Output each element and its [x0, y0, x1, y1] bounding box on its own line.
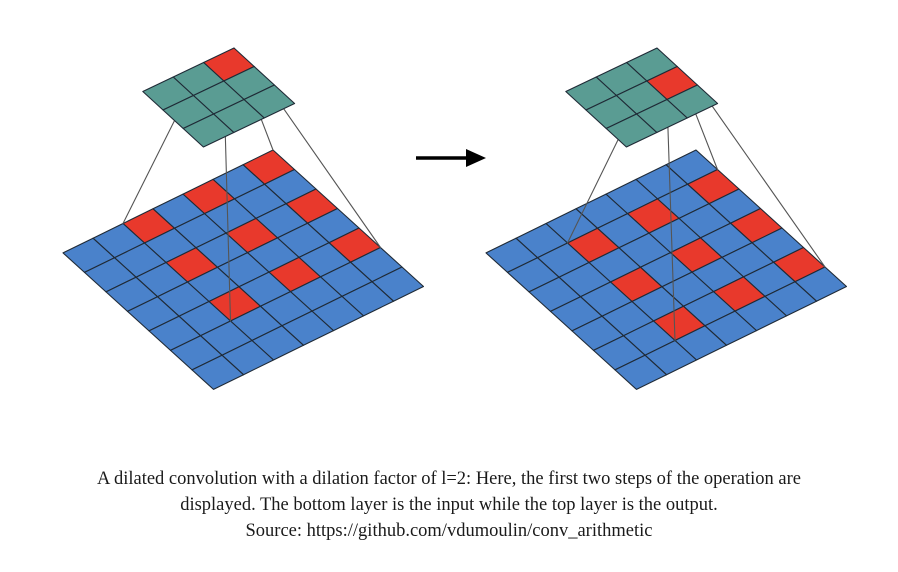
caption-line-1: A dilated convolution with a dilation fa… — [97, 469, 801, 489]
input-layer — [62, 149, 425, 390]
right-arrow-icon — [416, 149, 486, 167]
projection-line — [666, 98, 676, 342]
input-layer — [485, 149, 848, 390]
dilated-convolution-figure — [62, 47, 848, 390]
caption-line-3: Source: https://github.com/vdumoulin/con… — [245, 521, 653, 541]
figure-caption: A dilated convolution with a dilation fa… — [0, 466, 898, 544]
output-layer — [565, 47, 719, 148]
output-layer — [142, 47, 296, 148]
projection-line — [696, 84, 826, 268]
step-1-panel — [62, 47, 425, 390]
step-2-panel — [485, 47, 848, 390]
output-cell — [605, 113, 658, 148]
input-cell — [191, 354, 245, 390]
input-cell — [614, 354, 668, 390]
output-cell — [182, 113, 235, 148]
caption-line-2: displayed. The bottom layer is the input… — [180, 495, 718, 515]
